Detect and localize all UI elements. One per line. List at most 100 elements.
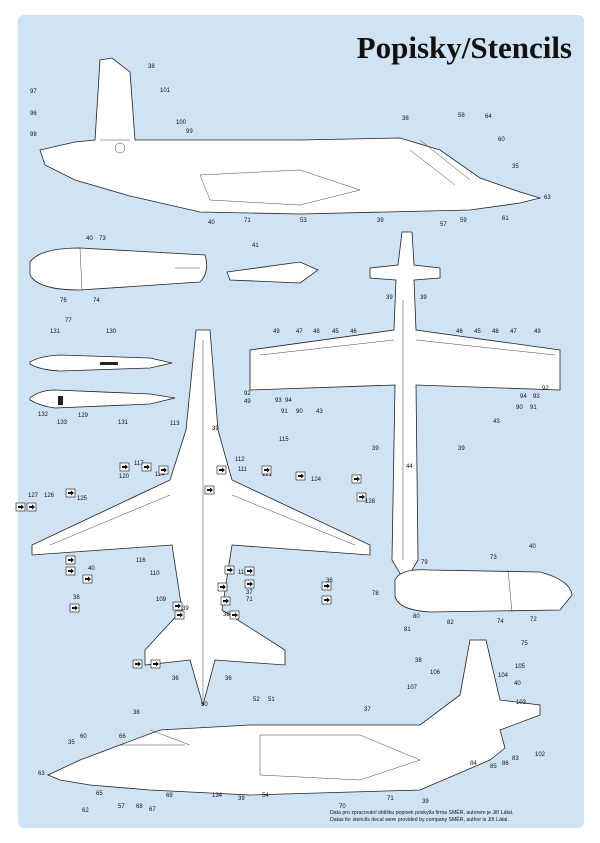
credits-english: Datas for stencils decal were provided b… <box>330 816 509 823</box>
callout-60: 60 <box>498 137 505 143</box>
callout-61: 61 <box>502 216 509 222</box>
callout-118: 118 <box>238 570 248 576</box>
callout-103: 103 <box>516 700 527 706</box>
callout-71: 71 <box>387 796 394 802</box>
callout-85: 85 <box>490 764 497 770</box>
callout-60: 60 <box>80 734 87 740</box>
callout-81: 81 <box>404 627 411 633</box>
callout-114: 114 <box>155 472 165 478</box>
stencil-arrow-icon <box>65 555 76 565</box>
callout-38: 38 <box>148 64 155 70</box>
callout-79: 79 <box>421 560 428 566</box>
credits-czech: Data pro zpracování oblišku popisek posk… <box>330 810 514 816</box>
callout-37: 37 <box>364 707 371 713</box>
callout-57: 57 <box>118 804 125 810</box>
callout-65: 65 <box>96 791 103 797</box>
callout-50: 50 <box>201 702 208 708</box>
callout-111: 111 <box>238 467 248 473</box>
callout-132: 132 <box>38 412 49 418</box>
stencil-arrow-icon <box>172 601 183 611</box>
stencil-icons <box>15 462 367 669</box>
stencil-arrow-icon <box>356 492 367 502</box>
callout-52: 52 <box>253 697 260 703</box>
side-view-top <box>39 57 542 215</box>
callout-75: 75 <box>521 641 528 647</box>
callout-91: 91 <box>281 409 288 415</box>
callout-126: 126 <box>44 493 55 499</box>
callout-73: 73 <box>99 236 106 242</box>
stencil-arrow-icon <box>150 659 161 669</box>
callout-36: 36 <box>326 578 333 584</box>
callout-46: 46 <box>350 329 357 335</box>
callout-130: 130 <box>106 329 117 335</box>
callout-38: 38 <box>402 116 409 122</box>
callout-82: 82 <box>447 620 454 626</box>
callout-112: 112 <box>235 457 245 463</box>
callout-86: 86 <box>502 761 509 767</box>
callout-49: 49 <box>534 329 541 335</box>
callout-76: 76 <box>60 298 67 304</box>
callout-84: 84 <box>470 761 477 767</box>
callout-70: 70 <box>339 804 346 810</box>
callout-71: 71 <box>244 218 251 224</box>
callout-40: 40 <box>529 544 536 550</box>
callout-39: 39 <box>420 295 427 301</box>
callout-80: 80 <box>413 614 420 620</box>
callout-96: 96 <box>30 111 37 117</box>
callout-116: 116 <box>136 558 146 564</box>
callout-90: 90 <box>296 409 303 415</box>
stencil-arrow-icon <box>141 462 152 472</box>
callout-39: 39 <box>386 295 393 301</box>
pylon-part <box>226 261 319 284</box>
callout-124: 124 <box>311 477 322 483</box>
stencil-arrow-icon <box>82 574 93 584</box>
callout-105: 105 <box>515 664 526 670</box>
callout-113: 113 <box>170 421 180 427</box>
callout-74: 74 <box>497 619 504 625</box>
stencil-arrow-icon <box>26 502 37 512</box>
stencil-arrow-icon <box>244 566 255 576</box>
callout-129: 129 <box>78 413 89 419</box>
stencil-arrow-icon <box>65 566 76 576</box>
callout-59: 59 <box>460 218 467 224</box>
callout-134: 134 <box>212 793 223 799</box>
stencil-arrow-icon <box>351 474 362 484</box>
callout-102: 102 <box>535 752 546 758</box>
stencil-arrow-icon <box>261 465 272 475</box>
callout-44: 44 <box>406 464 413 470</box>
callout-83: 83 <box>512 756 519 762</box>
stencil-arrow-icon <box>69 603 80 613</box>
callout-100: 100 <box>176 120 187 126</box>
callout-40: 40 <box>514 681 521 687</box>
callout-47: 47 <box>296 329 303 335</box>
callout-35: 35 <box>512 164 519 170</box>
callout-38: 38 <box>223 612 230 618</box>
callout-101: 101 <box>160 88 171 94</box>
stencil-arrow-icon <box>132 659 143 669</box>
callout-63: 63 <box>544 195 551 201</box>
callout-39: 39 <box>238 796 245 802</box>
callout-69: 69 <box>166 793 173 799</box>
callout-40: 40 <box>88 566 95 572</box>
callout-53: 53 <box>300 218 307 224</box>
callout-58: 58 <box>458 113 465 119</box>
callout-39: 39 <box>422 799 429 805</box>
callout-36: 36 <box>172 676 179 682</box>
callout-131: 131 <box>50 329 61 335</box>
callout-38: 38 <box>415 658 422 664</box>
stencil-arrow-icon <box>158 465 169 475</box>
callout-64: 64 <box>485 114 492 120</box>
callout-57: 57 <box>440 222 447 228</box>
callout-39: 39 <box>212 426 219 432</box>
callout-43: 43 <box>316 409 323 415</box>
stencil-arrow-icon <box>321 595 332 605</box>
callout-120: 120 <box>119 474 130 480</box>
callout-40: 40 <box>86 236 93 242</box>
callout-117: 117 <box>134 461 144 467</box>
stencil-arrow-icon <box>220 596 231 606</box>
stencil-arrow-icon <box>174 610 185 620</box>
callout-115: 115 <box>279 437 289 443</box>
callout-92: 92 <box>542 386 549 392</box>
